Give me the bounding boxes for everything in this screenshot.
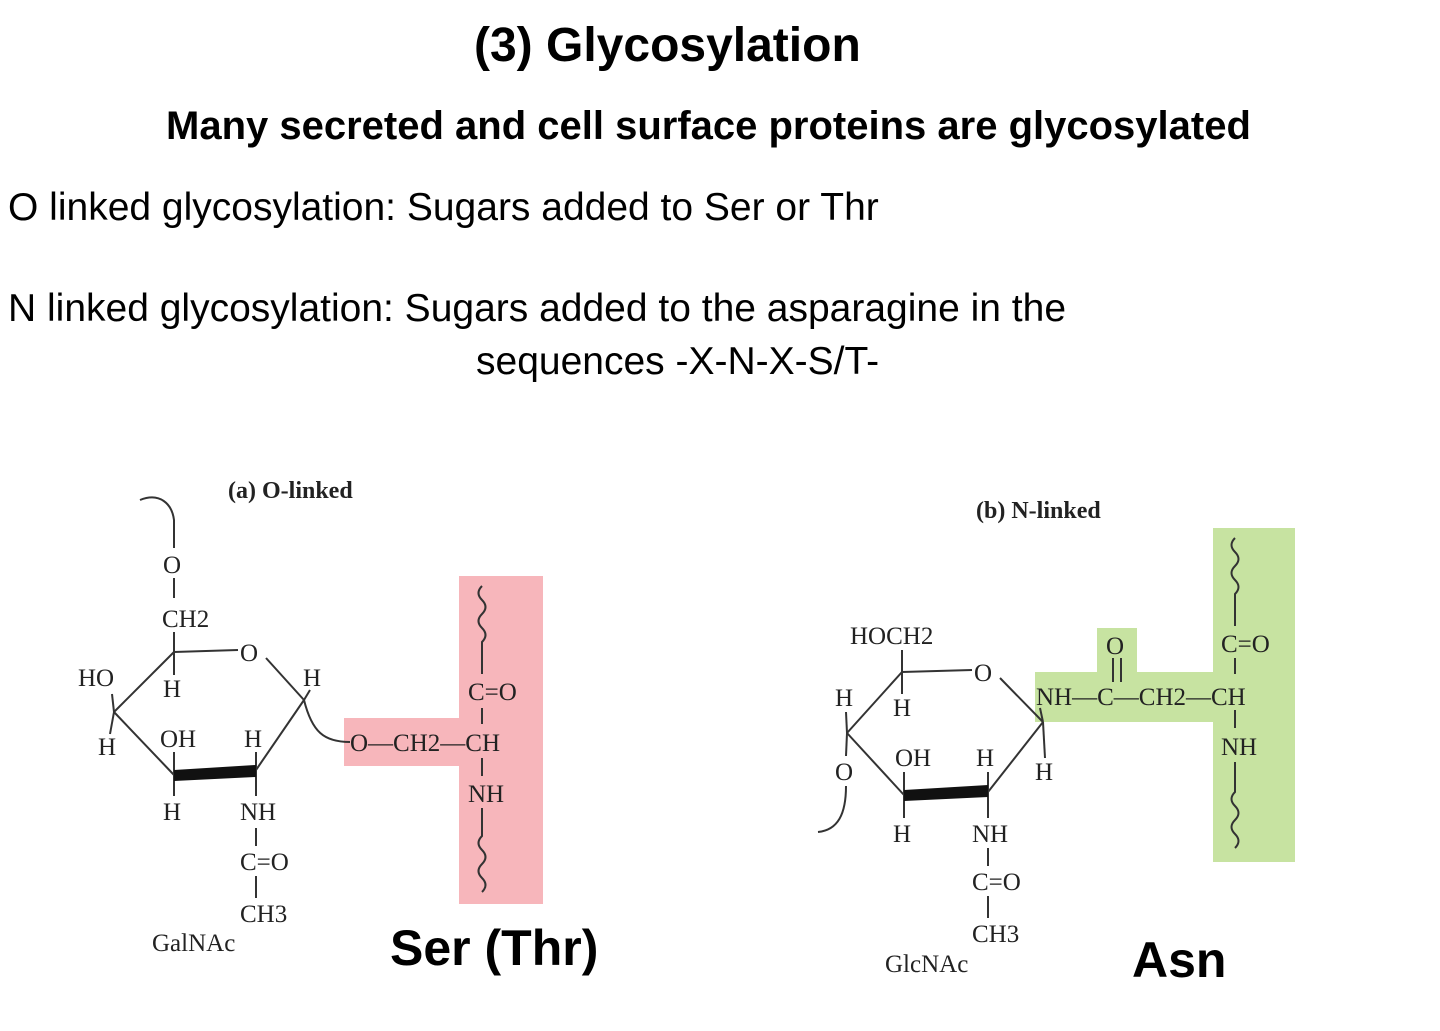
n-linked-peptide-carbonyl: C=O [1221,631,1270,658]
o-linked-highlight-vertical [459,576,543,904]
o-linked-definition: O linked glycosylation: Sugars added to … [8,186,879,229]
o-linked-ring-front-edge [174,765,256,781]
o-linked-atom-o-top: O [163,552,181,579]
n-linked-amide-oxygen: O [1106,633,1124,660]
n-linked-atom-h-c4-up: H [893,695,911,722]
o-linked-atom-nh: NH [240,799,276,826]
n-linked-atom-nh: NH [972,821,1008,848]
o-linked-ser-side-chain: O—CH2—CH [350,730,500,757]
n-linked-atom-ch3: CH3 [972,921,1019,948]
o-linked-atom-ch2: CH2 [162,606,209,633]
slide-subtitle: Many secreted and cell surface proteins … [166,104,1251,148]
o-linked-peptide-carbonyl: C=O [468,679,517,706]
o-linked-ring-oxygen: O [240,640,258,667]
o-linked-atom-ho: HO [78,665,114,692]
n-linked-ring-front-edge [904,785,988,801]
o-linked-atom-h-c2-up: H [244,726,262,753]
o-linked-caption: (a) O-linked [228,478,353,504]
n-linked-ring-oxygen: O [974,660,992,687]
n-linked-atom-o-left: O [835,759,853,786]
o-linked-amino-acid-label: Ser (Thr) [390,920,598,976]
o-linked-structure: (a) O-linked O CH2 O HO H H H OH H H NH … [78,478,598,976]
n-linked-atom-h-c3-down: H [893,821,911,848]
n-linked-atom-h-c4-left: H [835,685,853,712]
n-linked-highlight [1035,528,1295,862]
slide-title: (3) Glycosylation [474,19,861,72]
o-linked-sugar-chain-wave [139,496,175,548]
o-linked-highlight-horizontal [344,718,462,766]
o-linked-peptide-wave-top [477,585,487,674]
n-linked-atom-hoch2: HOCH2 [850,623,933,650]
o-linked-atom-c-eq-o: C=O [240,849,289,876]
o-linked-atom-h-c1-up: H [303,665,321,692]
o-linked-sugar-name: GalNAc [152,930,235,957]
n-linked-amino-acid-label: Asn [1132,932,1226,988]
n-linked-peptide-wave-bottom [1230,762,1240,849]
n-linked-asn-side-chain: NH—C—CH2—CH [1036,684,1246,711]
o-linked-atom-h-c4-up: H [163,676,181,703]
o-linked-atom-h-c4-down: H [98,734,116,761]
n-linked-peptide-wave-top [1230,537,1240,626]
n-linked-definition-line1: N linked glycosylation: Sugars added to … [8,287,1067,330]
o-linked-atom-h-c3-down: H [163,799,181,826]
n-linked-definition-line2: sequences -X-N-X-S/T- [476,340,880,383]
o-linked-peptide-nh: NH [468,781,504,808]
n-linked-sugar-name: GlcNAc [885,951,968,978]
n-linked-atom-c-eq-o: C=O [972,869,1021,896]
n-linked-structure: (b) N-linked HOCH2 O H H O OH H H H NH C… [817,498,1295,988]
o-linked-atom-oh: OH [160,726,196,753]
o-linked-peptide-wave-bottom [477,808,487,893]
o-linked-atom-ch3: CH3 [240,901,287,928]
n-linked-atom-oh: OH [895,745,931,772]
n-linked-sugar-chain-wave [817,785,847,833]
o-linked-glycosidic-bond [303,699,351,743]
n-linked-atom-h-c2-up: H [976,745,994,772]
n-linked-atom-h-c1-down: H [1035,759,1053,786]
n-linked-caption: (b) N-linked [976,498,1101,524]
n-linked-peptide-nh: NH [1221,734,1257,761]
